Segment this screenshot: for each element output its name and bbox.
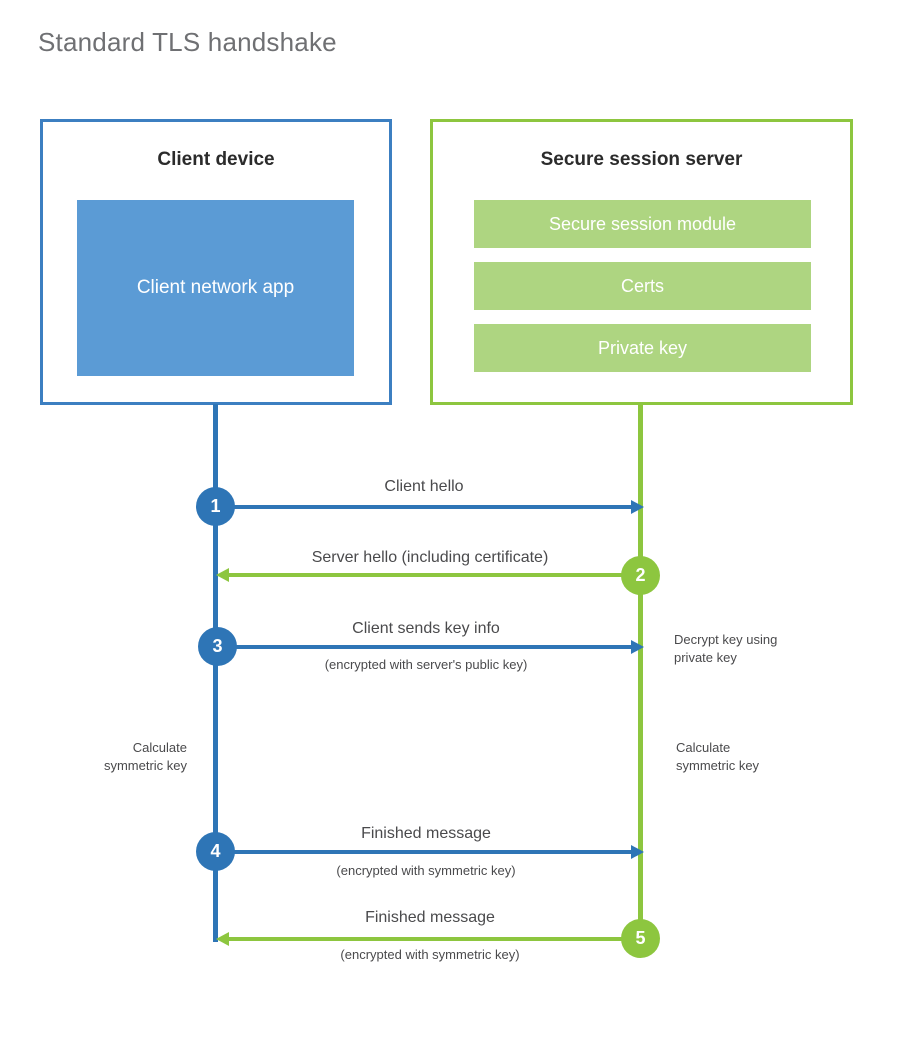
arrow-head-right-icon [631,845,644,859]
secure-session-server-title: Secure session server [540,149,743,170]
arrow-label-step-3: Client sends key info [352,620,500,637]
arrow-shaft [216,505,632,509]
step-circle-3: 3 [198,627,237,666]
arrow-label-step-1: Client hello [384,478,464,495]
note-server-calculate-symmetric-key: Calculate symmetric key [676,740,760,773]
step-circle-1: 1 [196,487,235,526]
arrow-step-3 [220,640,644,654]
arrow-label-step-4: Finished message [361,825,491,842]
arrow-sublabel-step-5: (encrypted with symmetric key) [340,947,520,962]
step-circle-4: 4 [196,832,235,871]
page-title: Standard TLS handshake [38,27,337,57]
server-bar-certs: Certs [474,262,811,310]
arrow-shaft [220,850,632,854]
arrow-head-right-icon [631,640,644,654]
arrow-head-right-icon [631,500,644,514]
arrow-head-left-icon [216,568,229,582]
step-circle-2: 2 [621,556,660,595]
client-lifeline [213,404,218,942]
arrow-head-left-icon [216,932,229,946]
arrow-step-5 [216,932,632,946]
arrow-step-2 [216,568,632,582]
arrow-label-step-5: Finished message [365,909,495,926]
arrow-step-4 [220,845,644,859]
note-decrypt-key: Decrypt key using private key [674,632,778,665]
step-circle-5: 5 [621,919,660,958]
arrow-sublabel-step-4: (encrypted with symmetric key) [336,863,516,878]
arrow-label-step-2: Server hello (including certificate) [311,549,549,566]
arrow-shaft [228,937,632,941]
client-network-app-block: Client network app [77,200,354,376]
server-bar-secure-session-module: Secure session module [474,200,811,248]
note-client-calculate-symmetric-key: Calculate symmetric key [103,740,187,773]
client-device-box: Client device Client network app [40,119,392,405]
arrow-shaft [228,573,632,577]
server-bar-private-key: Private key [474,324,811,372]
arrow-step-1 [216,500,644,514]
arrow-shaft [220,645,632,649]
secure-session-server-box: Secure session server Secure session mod… [430,119,853,405]
server-lifeline [638,404,643,940]
arrow-sublabel-step-3: (encrypted with server's public key) [324,657,528,672]
client-device-title: Client device [157,149,275,170]
